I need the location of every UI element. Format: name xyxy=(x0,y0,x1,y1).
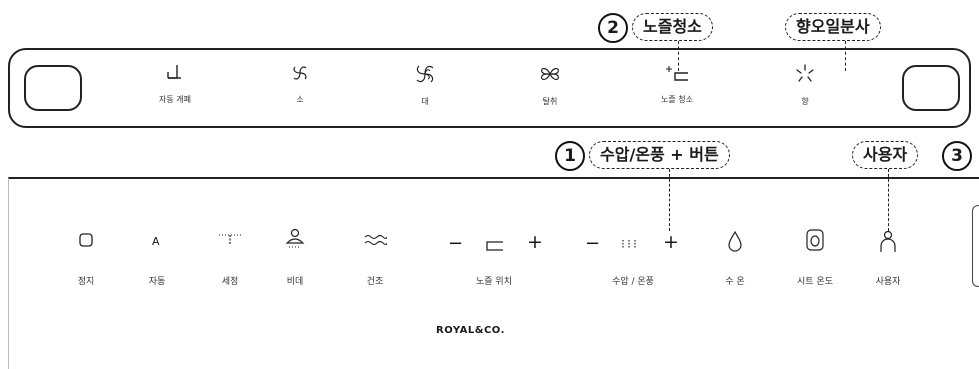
top-item-label: 향 xyxy=(801,97,809,106)
bidet-label: 비데 xyxy=(286,277,304,287)
stop-button[interactable] xyxy=(78,232,94,252)
nozzle-clean-icon xyxy=(666,66,688,81)
pressure-icon xyxy=(622,240,636,248)
wash-label: 세정 xyxy=(221,277,239,287)
callout-number-1: 1 xyxy=(555,141,585,171)
dry-icon xyxy=(364,234,388,246)
top-item-fan-small[interactable]: 소 xyxy=(265,62,335,105)
user-icon xyxy=(880,230,896,252)
seat-temp-icon xyxy=(806,229,824,251)
callout-pressure-plus: 수압/온풍 + 버튼 xyxy=(589,141,730,169)
auto-icon: A xyxy=(152,235,160,248)
callout-nozzle-clean: 노즐청소 xyxy=(632,13,713,41)
nozzle-position-icon xyxy=(486,241,503,251)
bidet-icon xyxy=(285,228,305,248)
top-item-deodorize[interactable]: 탈취 xyxy=(515,62,585,107)
callout-number-3: 3 xyxy=(942,141,972,171)
seat-temp-button[interactable] xyxy=(805,228,825,256)
deodorize-icon xyxy=(541,67,559,81)
left-round-button[interactable] xyxy=(24,65,82,111)
pressure-label: 수압 / 온풍 xyxy=(612,277,654,287)
stop-label: 정지 xyxy=(77,277,95,287)
leader-line-nozzle-clean xyxy=(678,41,679,71)
lid-icon xyxy=(167,65,181,79)
top-item-label: 자동 개폐 xyxy=(159,95,191,104)
water-temp-label: 수 온 xyxy=(725,277,745,287)
callout-user: 사용자 xyxy=(852,141,919,169)
pressure-plus-button[interactable]: + xyxy=(663,231,679,253)
top-item-label: 대 xyxy=(421,97,429,106)
water-temp-icon xyxy=(728,230,742,252)
leader-line-user xyxy=(888,169,889,231)
auto-button[interactable]: A xyxy=(152,235,160,248)
leader-line-aroma xyxy=(845,41,846,71)
top-item-auto-lid[interactable]: 자동 개폐 xyxy=(140,62,210,105)
callout-number-2: 2 xyxy=(598,13,628,43)
fan-large-icon xyxy=(416,65,434,83)
top-item-label: 소 xyxy=(296,95,304,104)
bidet-button[interactable] xyxy=(284,227,306,255)
water-temp-button[interactable] xyxy=(727,230,743,256)
nozzle-position-button[interactable] xyxy=(483,237,505,256)
nozzle-position-minus[interactable]: − xyxy=(448,233,464,254)
top-item-nozzle-clean[interactable]: 노즐 청소 xyxy=(642,62,712,105)
user-button[interactable] xyxy=(878,230,898,258)
top-item-aroma[interactable]: 향 xyxy=(770,62,840,107)
wash-icon xyxy=(219,234,241,245)
fan-small-icon xyxy=(293,66,307,80)
dry-button[interactable] xyxy=(363,232,388,252)
top-item-fan-large[interactable]: 대 xyxy=(390,62,460,107)
brand-logo: ROYAL&CO. xyxy=(436,325,505,336)
top-control-strip xyxy=(8,48,971,128)
aroma-icon xyxy=(796,64,814,82)
panel-side-edge xyxy=(972,205,979,287)
callout-aroma: 향오일분사 xyxy=(785,13,881,41)
dry-label: 건조 xyxy=(366,277,384,287)
wash-button[interactable] xyxy=(217,232,243,252)
seat-temp-label: 시트 온도 xyxy=(797,277,833,287)
top-item-label: 탈취 xyxy=(542,97,558,106)
pressure-button[interactable] xyxy=(620,236,640,255)
leader-line-pressure-plus xyxy=(669,169,670,231)
nozzle-position-label: 노즐 위치 xyxy=(476,277,512,287)
main-control-panel xyxy=(8,177,979,369)
auto-label: 자동 xyxy=(148,277,166,287)
right-round-button[interactable] xyxy=(902,65,960,111)
user-label: 사용자 xyxy=(875,277,901,287)
nozzle-position-plus[interactable]: + xyxy=(527,231,543,253)
top-item-label: 노즐 청소 xyxy=(661,95,693,104)
stop-icon xyxy=(79,233,93,247)
pressure-minus[interactable]: − xyxy=(585,233,601,254)
